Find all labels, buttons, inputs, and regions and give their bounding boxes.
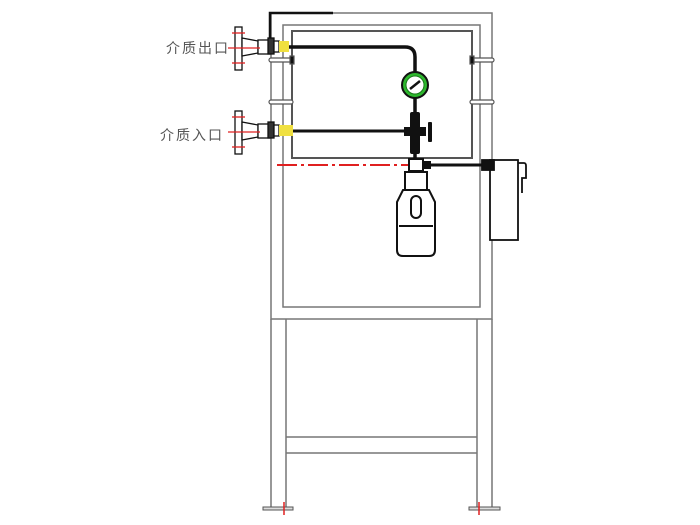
sample-vessel <box>396 171 436 257</box>
pipe-nut <box>423 161 431 169</box>
foot-right <box>468 506 501 511</box>
brackets <box>268 55 495 105</box>
cabinet-frame <box>270 12 493 509</box>
sensor-probe <box>481 159 527 241</box>
outlet-label: 介质出口 <box>166 41 230 57</box>
mounting-panel <box>291 30 473 159</box>
valve-handle <box>428 122 432 142</box>
inlet-fitting <box>279 125 293 136</box>
feet <box>262 502 501 515</box>
outlet-pipe <box>289 45 417 72</box>
outlet-flange <box>228 26 289 71</box>
gauge-needle <box>409 80 421 90</box>
tee-fitting <box>408 158 424 172</box>
vessel-window <box>410 195 422 219</box>
needle-valve <box>404 112 432 154</box>
pressure-gauge <box>401 71 429 99</box>
foot-left <box>262 506 294 511</box>
inlet-flange <box>228 110 293 155</box>
inlet-label: 介质入口 <box>160 128 224 144</box>
outlet-fitting <box>279 41 289 52</box>
top-cable <box>268 11 333 45</box>
